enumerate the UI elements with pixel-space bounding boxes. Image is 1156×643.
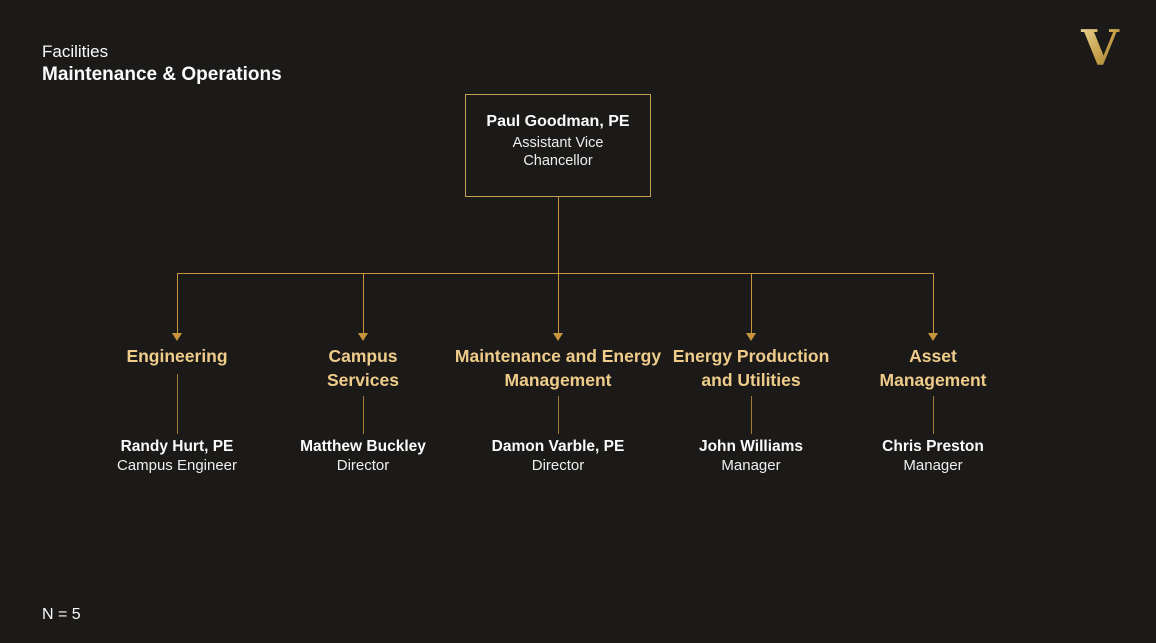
person-title: Director — [336, 457, 390, 474]
slide-title: Facilities Maintenance & Operations — [42, 41, 282, 88]
arrow-down-icon — [358, 333, 368, 341]
person-name: Matthew Buckley — [300, 438, 426, 455]
dept-heading: Energy Production and Utilities — [672, 346, 830, 390]
connector-drop — [558, 273, 559, 334]
arrow-down-icon — [553, 333, 563, 341]
dept-column-campus-services: Campus Services Matthew Buckley Director — [253, 344, 473, 484]
arrow-down-icon — [746, 333, 756, 341]
slide-title-line2: Maintenance & Operations — [42, 64, 282, 85]
connector-drop — [751, 273, 752, 334]
person-title: Campus Engineer — [116, 457, 238, 474]
person-title: Manager — [903, 457, 963, 474]
connector-drop — [933, 273, 934, 334]
connector-heading-to-person — [558, 396, 559, 434]
dept-column-maintenance-energy: Maintenance and Energy Management Damon … — [448, 344, 668, 484]
connector-horizontal — [177, 273, 934, 274]
dept-column-asset-management: Asset Management Chris Preston Manager — [823, 344, 1043, 484]
dept-column-energy-production: Energy Production and Utilities John Wil… — [641, 344, 861, 484]
svg-text:V: V — [1080, 22, 1120, 74]
person-name: Randy Hurt, PE — [120, 438, 234, 455]
connector-heading-to-person — [933, 396, 934, 434]
dept-heading: Maintenance and Energy Management — [454, 346, 662, 390]
dept-person: Chris Preston Manager — [823, 437, 1043, 476]
dept-column-engineering: Engineering Randy Hurt, PE Campus Engine… — [67, 344, 287, 484]
person-name: Damon Varble, PE — [491, 438, 625, 455]
dept-heading: Asset Management — [879, 346, 987, 390]
dept-person: Damon Varble, PE Director — [448, 437, 668, 476]
connector-drop — [177, 273, 178, 334]
connector-heading-to-person — [177, 374, 178, 434]
arrow-down-icon — [928, 333, 938, 341]
root-person-title: Assistant Vice Chancellor — [512, 135, 604, 169]
connector-root-drop — [558, 197, 559, 273]
dept-person: Randy Hurt, PE Campus Engineer — [67, 437, 287, 476]
root-node-box: Paul Goodman, PE Assistant Vice Chancell… — [465, 94, 651, 197]
headcount-note: N = 5 — [42, 606, 81, 623]
root-person-name: Paul Goodman, PE — [486, 113, 630, 130]
slide-title-line1: Facilities — [42, 42, 109, 61]
person-title: Director — [531, 457, 585, 474]
arrow-down-icon — [172, 333, 182, 341]
university-v-logo: V — [1074, 19, 1126, 76]
person-title: Manager — [721, 457, 781, 474]
v-logo-icon: V — [1080, 19, 1120, 76]
dept-heading: Campus Services — [326, 346, 399, 390]
connector-heading-to-person — [751, 396, 752, 434]
connector-heading-to-person — [363, 396, 364, 434]
connector-drop — [363, 273, 364, 334]
dept-person: Matthew Buckley Director — [253, 437, 473, 476]
dept-heading: Engineering — [126, 346, 228, 366]
person-name: John Williams — [698, 438, 804, 455]
dept-person: John Williams Manager — [641, 437, 861, 476]
person-name: Chris Preston — [882, 438, 984, 455]
